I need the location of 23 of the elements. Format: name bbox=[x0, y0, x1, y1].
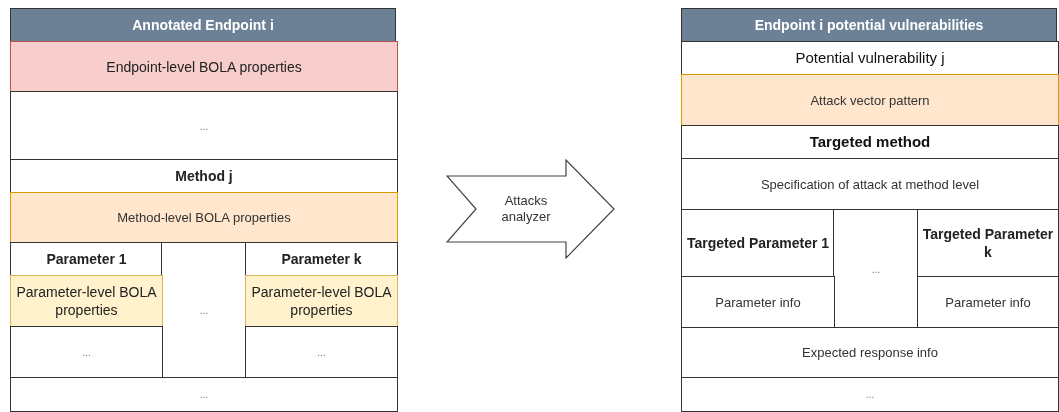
table-card bbox=[10, 8, 396, 410]
table-card bbox=[681, 8, 1057, 410]
description-row: Specification of attack at method level bbox=[681, 158, 1059, 211]
ellipsis-row: ... bbox=[10, 91, 398, 161]
info-cell: Parameter info bbox=[917, 276, 1059, 329]
column-heading: Parameter k bbox=[245, 242, 398, 277]
info-cell: Parameter info bbox=[681, 276, 835, 329]
ellipsis-row: ... bbox=[10, 377, 398, 412]
section-heading: Targeted method bbox=[681, 125, 1059, 160]
section-heading: Method j bbox=[10, 159, 398, 194]
table-header: Annotated Endpoint i bbox=[11, 9, 395, 42]
property-cell: Parameter-level BOLA properties bbox=[10, 275, 163, 328]
table-header: Endpoint i potential vulnerabilities bbox=[682, 9, 1056, 42]
property-row: Endpoint-level BOLA properties bbox=[10, 41, 398, 93]
column-heading: Targeted Parameter k bbox=[917, 209, 1059, 278]
ellipsis-row: ... bbox=[681, 377, 1059, 412]
arrow-label: Attacks analyzer bbox=[500, 192, 552, 226]
property-cell: Parameter-level BOLA properties bbox=[245, 275, 398, 328]
description-row: Expected response info bbox=[681, 327, 1059, 379]
ellipsis-cell: ... bbox=[245, 326, 398, 379]
property-row: Attack vector pattern bbox=[681, 74, 1059, 127]
property-row: Method-level BOLA properties bbox=[10, 192, 398, 244]
ellipsis-cell: ... bbox=[10, 326, 163, 379]
